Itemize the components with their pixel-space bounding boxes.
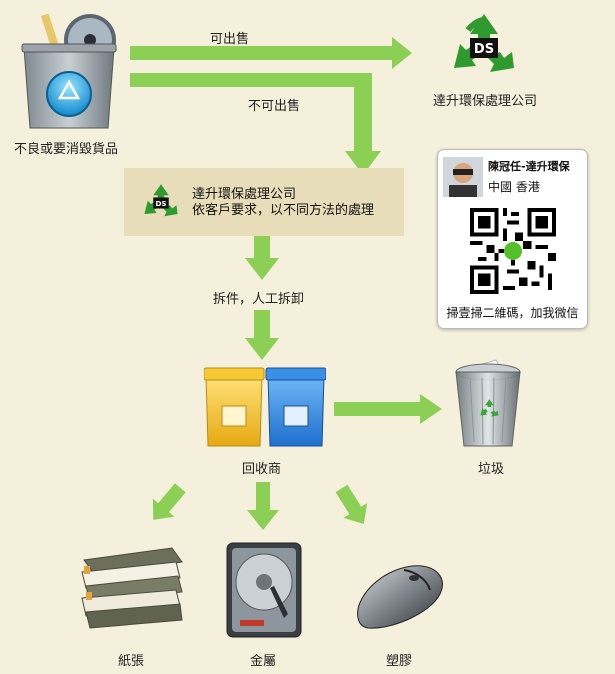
arrow-sellable bbox=[130, 37, 412, 69]
sellable-label: 可出售 bbox=[210, 32, 250, 47]
svg-text:DS: DS bbox=[155, 199, 166, 208]
hard-disk-icon bbox=[226, 542, 302, 638]
qr-code-icon bbox=[470, 208, 556, 294]
arrow-to-plastic bbox=[335, 484, 368, 525]
process-subtitle: 依客戶要求，以不同方法的處理 bbox=[192, 203, 375, 218]
wechat-card: 陳冠任-達升環保 中國 香港 掃壹掃二維碼，加我微信 bbox=[437, 149, 588, 329]
process-title: 達升環保處理公司 bbox=[192, 187, 297, 202]
recycler-bins-icon bbox=[204, 367, 326, 447]
arrow-to-dismantle bbox=[245, 230, 279, 280]
plastic-label: 塑膠 bbox=[386, 654, 413, 669]
arrow-to-trash bbox=[334, 394, 442, 424]
source-label: 不良或要消毀貨品 bbox=[14, 142, 119, 157]
wechat-region: 中國 香港 bbox=[488, 180, 540, 194]
arrow-to-metal bbox=[247, 482, 279, 530]
svg-text:DS: DS bbox=[474, 42, 494, 57]
wechat-name: 陳冠任-達升環保 bbox=[488, 160, 570, 173]
ds-recycle-logo-icon: DS bbox=[454, 14, 514, 72]
trash-can-icon bbox=[455, 359, 521, 447]
arrow-to-paper bbox=[152, 483, 186, 520]
recycler-label: 回收商 bbox=[242, 462, 282, 477]
avatar bbox=[443, 157, 483, 197]
recycle-bin-icon bbox=[21, 14, 117, 129]
metal-label: 金屬 bbox=[250, 654, 277, 669]
company-label: 達升環保處理公司 bbox=[433, 94, 538, 109]
mouse-icon bbox=[357, 565, 443, 629]
ds-recycle-logo-small-icon: DS bbox=[144, 184, 178, 217]
dismantle-label: 拆件，人工拆卸 bbox=[213, 292, 305, 307]
wechat-caption: 掃壹掃二維碼，加我微信 bbox=[446, 306, 579, 320]
trash-label: 垃圾 bbox=[478, 462, 505, 477]
arrow-to-recycler bbox=[245, 310, 279, 360]
paper-folders-icon bbox=[81, 547, 183, 629]
unsellable-label: 不可出售 bbox=[248, 99, 301, 114]
arrow-unsellable bbox=[130, 73, 381, 175]
process-panel: DS 達升環保處理公司 依客戶要求，以不同方法的處理 bbox=[124, 168, 404, 236]
paper-label: 紙張 bbox=[118, 654, 145, 669]
